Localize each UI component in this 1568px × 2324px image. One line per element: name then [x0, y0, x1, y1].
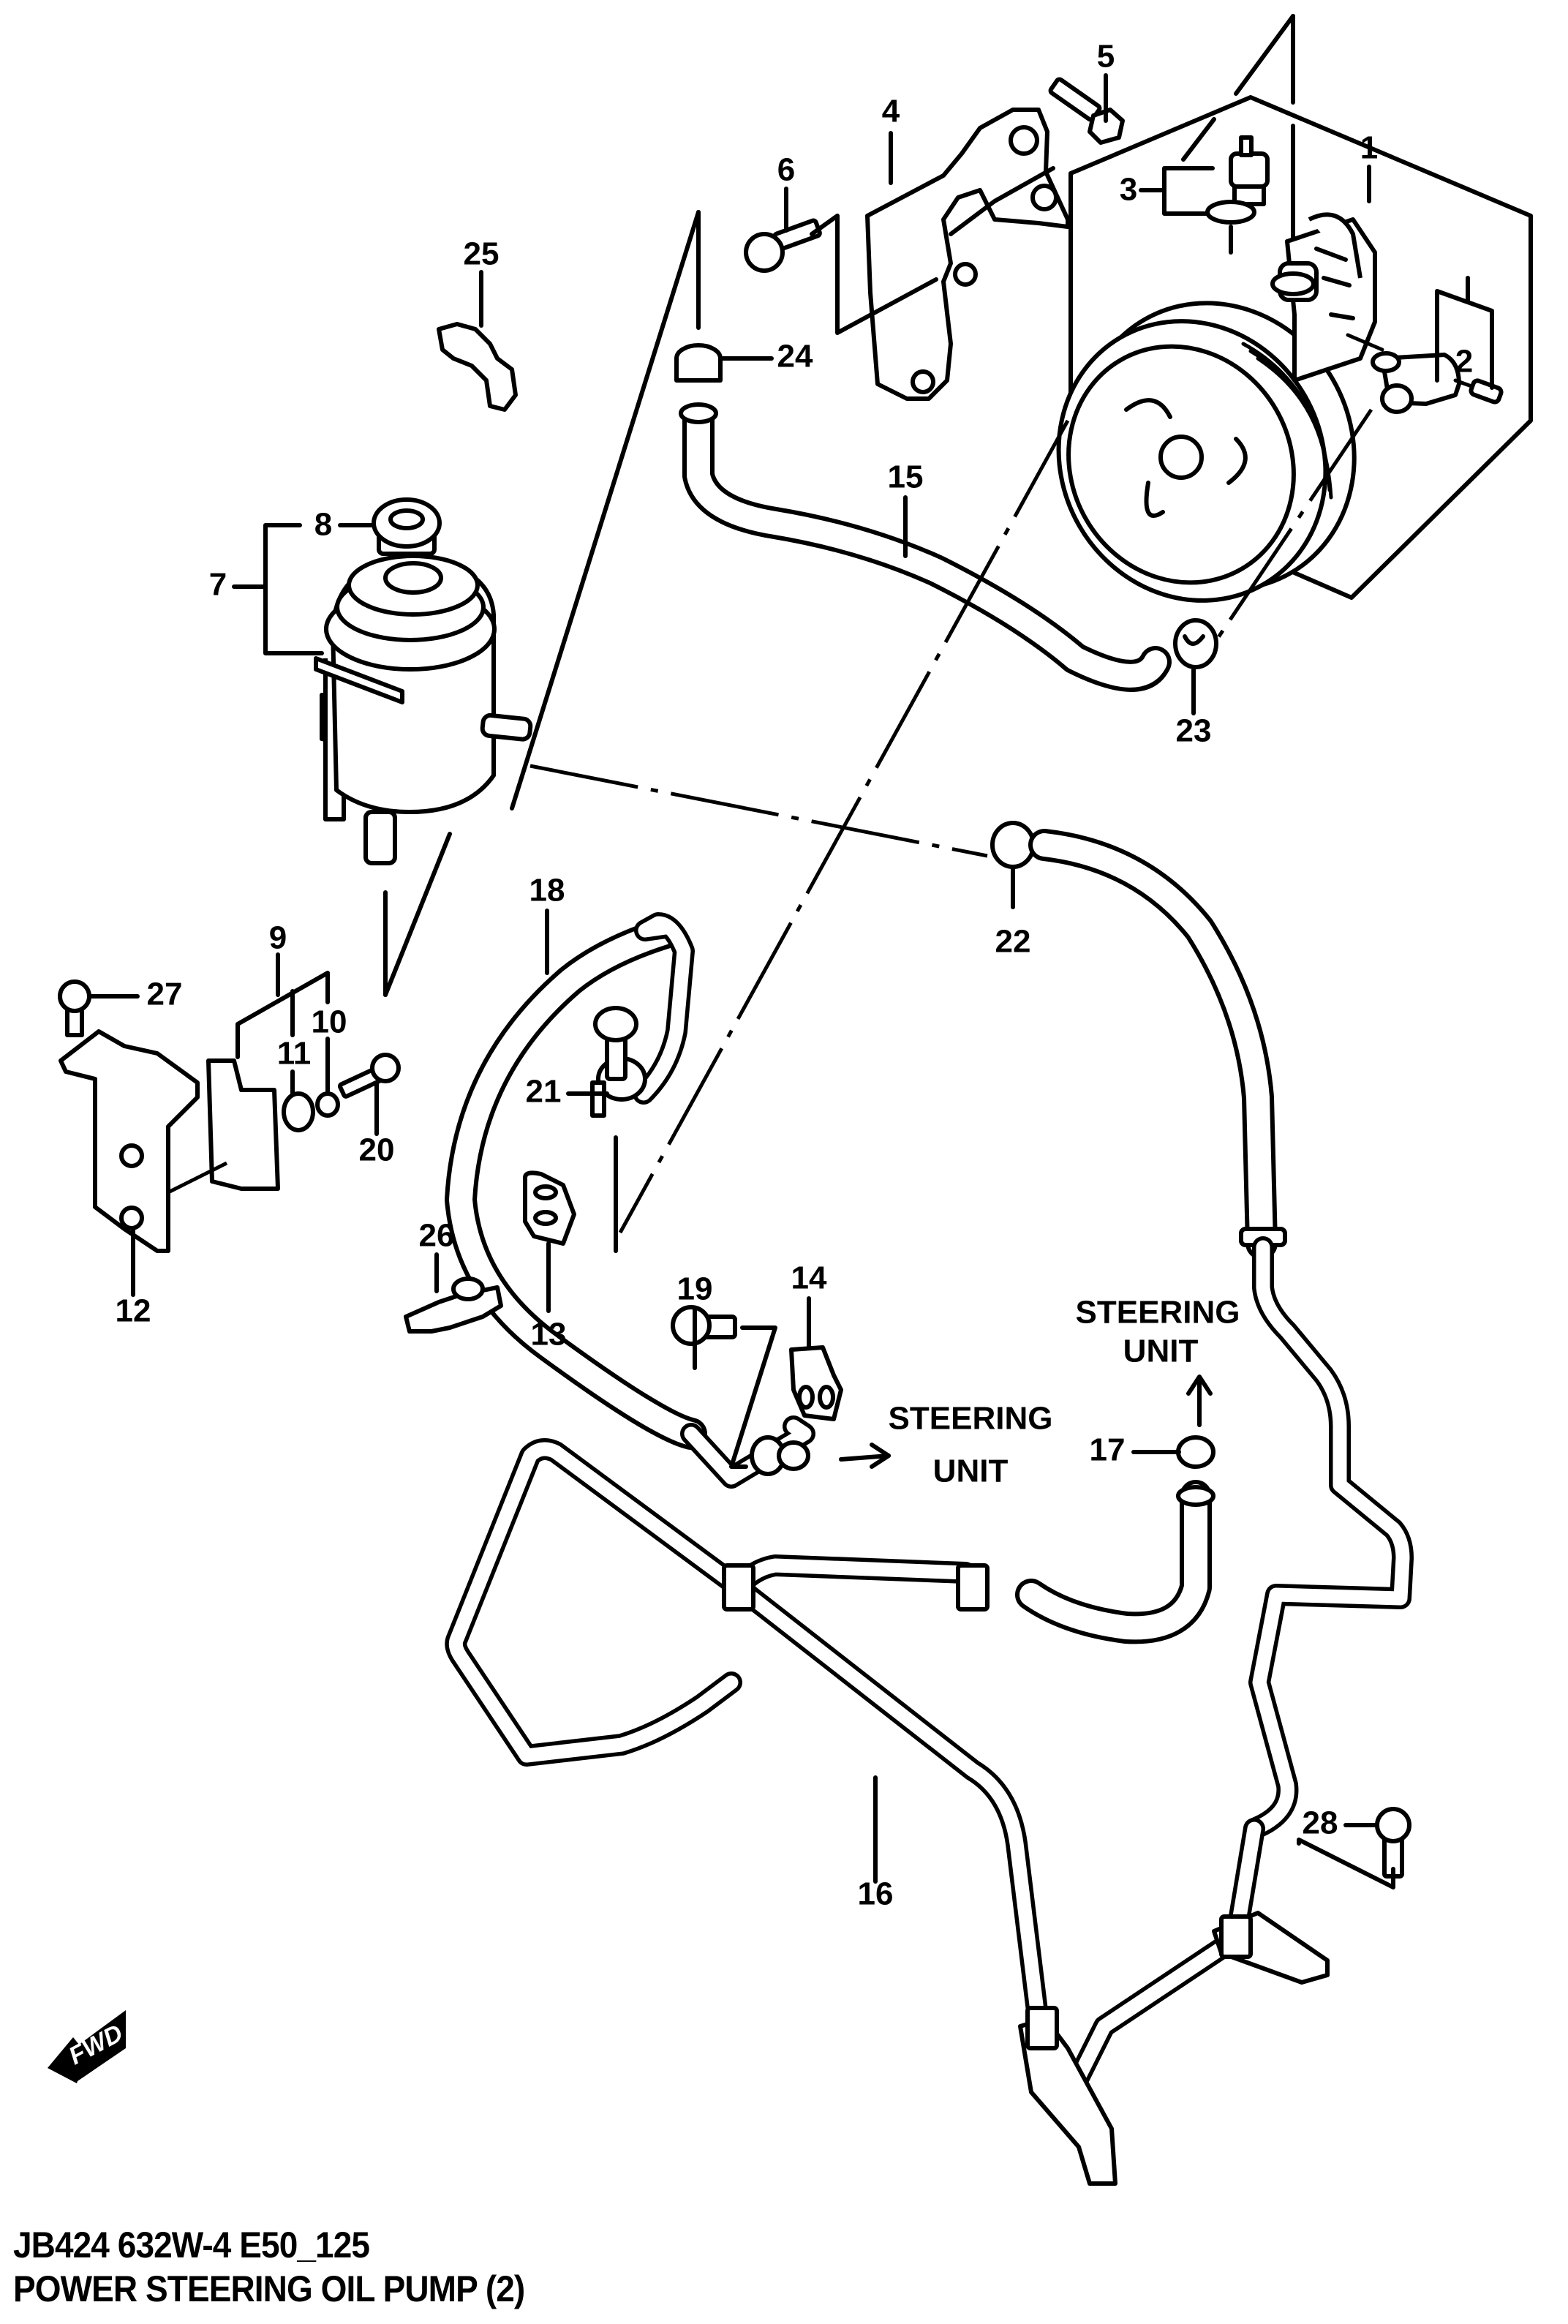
callout-bracket-2: [1435, 289, 1494, 390]
pump-bracket: [865, 108, 1070, 401]
callout-6: 6: [777, 152, 795, 188]
collar-10: [315, 1037, 340, 1118]
note-line-2: UNIT: [933, 1454, 1009, 1489]
flow-arrow-left: [839, 1443, 891, 1469]
pump-assembly-group: [1056, 14, 1533, 645]
callout-14: 14: [791, 1260, 827, 1296]
union-bolt-19: [671, 1305, 777, 1469]
callout-12: 12: [116, 1293, 151, 1329]
leader-line: [383, 832, 452, 997]
steering-unit-note-right: STEERING UNIT: [1076, 1295, 1240, 1369]
bolt-20: [337, 1053, 401, 1136]
steering-unit-note-left: STEERING UNIT: [889, 1401, 1053, 1489]
callout-labels: 1 2 3 4 5 6 7 8 9 10 11 12 13 14 15 16 1…: [116, 39, 1474, 1912]
diagram-title: POWER STEERING OIL PUMP (2): [13, 2268, 525, 2309]
callout-16: 16: [858, 1876, 894, 1912]
suction-hose-15: [679, 402, 1172, 692]
callout-bracket-7: [263, 523, 324, 655]
callout-7: 7: [209, 567, 227, 603]
leader-line: [510, 210, 701, 811]
pressure-switch: [1205, 135, 1270, 255]
callout-25: 25: [464, 236, 500, 272]
pressure-hose-18: [445, 912, 815, 1489]
callout-13: 13: [531, 1317, 567, 1353]
assembly-boundary-hexagon: [1068, 95, 1533, 600]
assembly-dash-line: [529, 764, 988, 858]
clamp-17: [1131, 1435, 1215, 1469]
callout-5: 5: [1097, 39, 1115, 75]
bracket-14: [789, 1296, 843, 1421]
callout-28: 28: [1303, 1805, 1338, 1841]
clamp-22: [990, 821, 1036, 909]
clamp-24: [674, 343, 774, 383]
bolt-5: [1048, 77, 1125, 145]
bolt-6: [744, 218, 822, 273]
union-fitting: [750, 1435, 810, 1476]
outlet-fitting: [1346, 333, 1504, 414]
leader-line: [810, 214, 938, 335]
callout-18: 18: [529, 873, 565, 909]
pump-body: [1270, 212, 1377, 383]
callout-1: 1: [1360, 130, 1378, 166]
callout-2: 2: [1455, 344, 1473, 380]
note-line-1: STEERING: [1076, 1295, 1240, 1331]
callout-24: 24: [777, 339, 813, 375]
callout-8: 8: [314, 507, 332, 543]
callout-17: 17: [1090, 1432, 1126, 1468]
return-hose-right: [1028, 829, 1414, 1840]
callout-27: 27: [147, 977, 183, 1012]
callout-bracket-9: [235, 971, 330, 1059]
clamp-23: [1173, 618, 1218, 715]
note-line-1: STEERING: [889, 1401, 1053, 1437]
bracket-13: [523, 1170, 576, 1313]
hose-clip-25: [437, 270, 518, 412]
bolt-28: [1297, 1807, 1411, 1889]
leader-line: [1234, 14, 1295, 96]
bolt-27: [58, 979, 140, 1037]
callout-10: 10: [312, 1004, 347, 1040]
reservoir-bracket-9: [206, 1058, 280, 1191]
callout-bracket-3: [1162, 166, 1215, 216]
callout-20: 20: [359, 1132, 395, 1168]
callout-19: 19: [677, 1271, 713, 1307]
assembly-dash-line: [167, 1161, 228, 1195]
diagram-reference-code: JB424 632W-4 E50_125: [13, 2225, 370, 2265]
pump-pulley: [1056, 301, 1357, 603]
return-pipe-16: [445, 1438, 1330, 2186]
oil-reservoir: [314, 554, 533, 865]
callout-11: 11: [277, 1036, 312, 1072]
callout-22: 22: [995, 924, 1031, 960]
pipe-clip-26: [404, 1252, 503, 1334]
forward-direction-arrow: FWD: [48, 2010, 127, 2083]
callout-21: 21: [526, 1074, 562, 1110]
note-line-2: UNIT: [1123, 1334, 1199, 1369]
assembly-dash-line: [1212, 408, 1373, 645]
short-hose: [1015, 1480, 1215, 1644]
reservoir-cap: [372, 497, 442, 556]
callout-4: 4: [882, 94, 900, 129]
bolt-21: [566, 1006, 638, 1096]
mount-bracket-12: [59, 1029, 200, 1253]
leader-line: [1181, 117, 1216, 162]
flow-arrow-right: [1186, 1375, 1213, 1427]
callout-3: 3: [1120, 172, 1137, 208]
callout-9: 9: [269, 920, 287, 956]
callout-23: 23: [1176, 713, 1212, 749]
callout-26: 26: [419, 1218, 455, 1254]
callout-15: 15: [888, 459, 924, 495]
cushion-11: [282, 1069, 315, 1132]
